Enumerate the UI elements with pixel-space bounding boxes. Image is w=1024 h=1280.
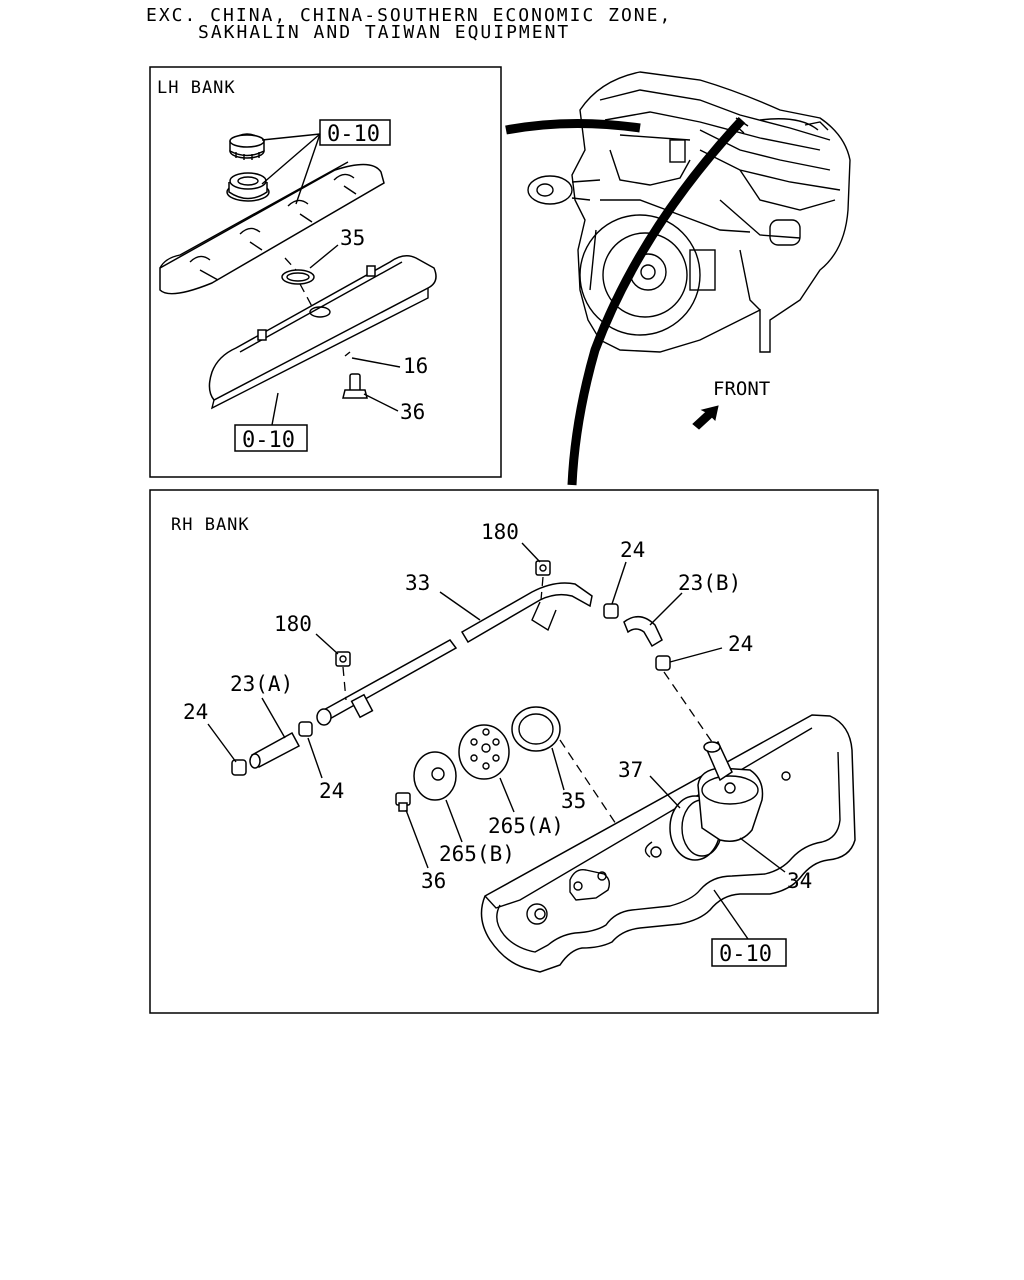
plate-265a[interactable] [458,724,510,780]
leader-24-c [611,561,627,605]
lh-ref-top-leaders [261,133,321,205]
flywheel-mid [602,232,688,318]
nut-180-lower[interactable] [335,651,351,667]
separator-34[interactable] [697,740,764,842]
leader-24-a [207,723,237,763]
bolt-36[interactable] [395,792,411,812]
leader-24-b [307,737,323,779]
header-line-2: SAKHALIN AND TAIWAN EQUIPMENT [198,22,571,43]
oil-filler-cap[interactable] [229,133,265,160]
rh-label-37: 37 [618,758,643,782]
rh-ref: 0-10 [719,942,772,967]
lh-upper-cover[interactable] [159,161,385,295]
lh-panel-title: LH BANK [157,78,236,98]
lh-gasket-35-inner [286,272,310,282]
leader-265a [499,777,515,813]
rh-label-23b: 23(B) [678,571,741,595]
rh-label-24-c: 24 [620,538,645,562]
lh-bank-panel: LH BANK [149,66,502,478]
leader-37 [649,775,681,809]
lh-gasket-35[interactable] [281,269,315,285]
rh-head-cover[interactable] [480,714,856,973]
lh-label-36: 36 [400,400,425,424]
rh-label-180-lower: 180 [274,612,312,636]
rh-label-24-b: 24 [319,779,344,803]
rh-panel-frame [149,489,879,1014]
leader-34 [739,837,786,873]
lh-leader-36 [363,393,399,412]
lh-bolt-36[interactable] [342,373,368,399]
header-line-1: EXC. CHINA, CHINA-SOUTHERN ECONOMIC ZONE… [146,5,673,26]
nut-180-upper-dash [540,576,544,601]
nut-180-upper[interactable] [535,560,551,576]
leader-23a [261,697,286,739]
engine-block [571,71,851,353]
leader-180-upper [521,542,541,563]
rh-label-24-d: 24 [728,632,753,656]
hose-23b-dash [663,671,713,743]
rh-label-34: 34 [787,869,812,893]
swoosh-lh [505,118,641,135]
flywheel-outer [579,214,701,336]
clamp-24-c[interactable] [603,603,619,619]
rh-label-265a: 265(A) [488,814,564,838]
lh-label-16: 16 [403,354,428,378]
filler-neck[interactable] [226,172,270,202]
plate-265b[interactable] [413,751,457,801]
rh-label-265b: 265(B) [439,842,515,866]
lh-gasket-dash [284,257,316,313]
nut-180-lower-dash [342,666,347,701]
leader-24-d [669,647,723,663]
lh-ref-top: 0-10 [327,122,380,147]
rh-label-35: 35 [561,789,586,813]
lh-ref-bottom-leader [271,392,279,426]
rh-ref-leader [713,889,749,940]
rh-label-33: 33 [405,571,430,595]
leader-33 [439,591,481,621]
hose-23a[interactable] [249,731,301,769]
lh-washer-16[interactable] [344,351,351,357]
lh-ref-box-bottom[interactable] [234,424,308,452]
clamp-24-b[interactable] [298,721,313,737]
leader-36 [405,809,429,869]
rh-label-36: 36 [421,869,446,893]
swoosh-rh [567,116,746,486]
breather-pipe-33[interactable] [316,582,593,726]
hose-23b[interactable] [623,616,663,648]
clamp-24-d[interactable] [655,655,671,671]
rh-bank-panel: RH BANK [149,489,879,1014]
lh-head-cover[interactable] [208,255,437,410]
engine-overview: FRONT [505,71,851,486]
rh-panel-title: RH BANK [171,515,250,535]
leader-23b [649,592,683,626]
front-label: FRONT [713,378,770,400]
leader-35 [551,747,565,791]
front-arrow-icon [692,405,719,430]
leader-180-lower [315,633,339,655]
lh-leader-16 [351,357,401,368]
lh-label-35: 35 [340,226,365,250]
leader-265b [445,799,463,843]
lh-ref-box-top[interactable] [319,119,391,146]
lh-ref-bottom: 0-10 [242,428,295,453]
rh-label-24-a: 24 [183,700,208,724]
lh-leader-35 [309,244,339,269]
rh-label-180-upper: 180 [481,520,519,544]
lh-panel-frame [149,66,502,478]
rh-label-23a: 23(A) [230,672,293,696]
rh-ref-box[interactable] [711,938,787,967]
clamp-24-a[interactable] [231,759,247,776]
gasket-35[interactable] [511,706,561,752]
